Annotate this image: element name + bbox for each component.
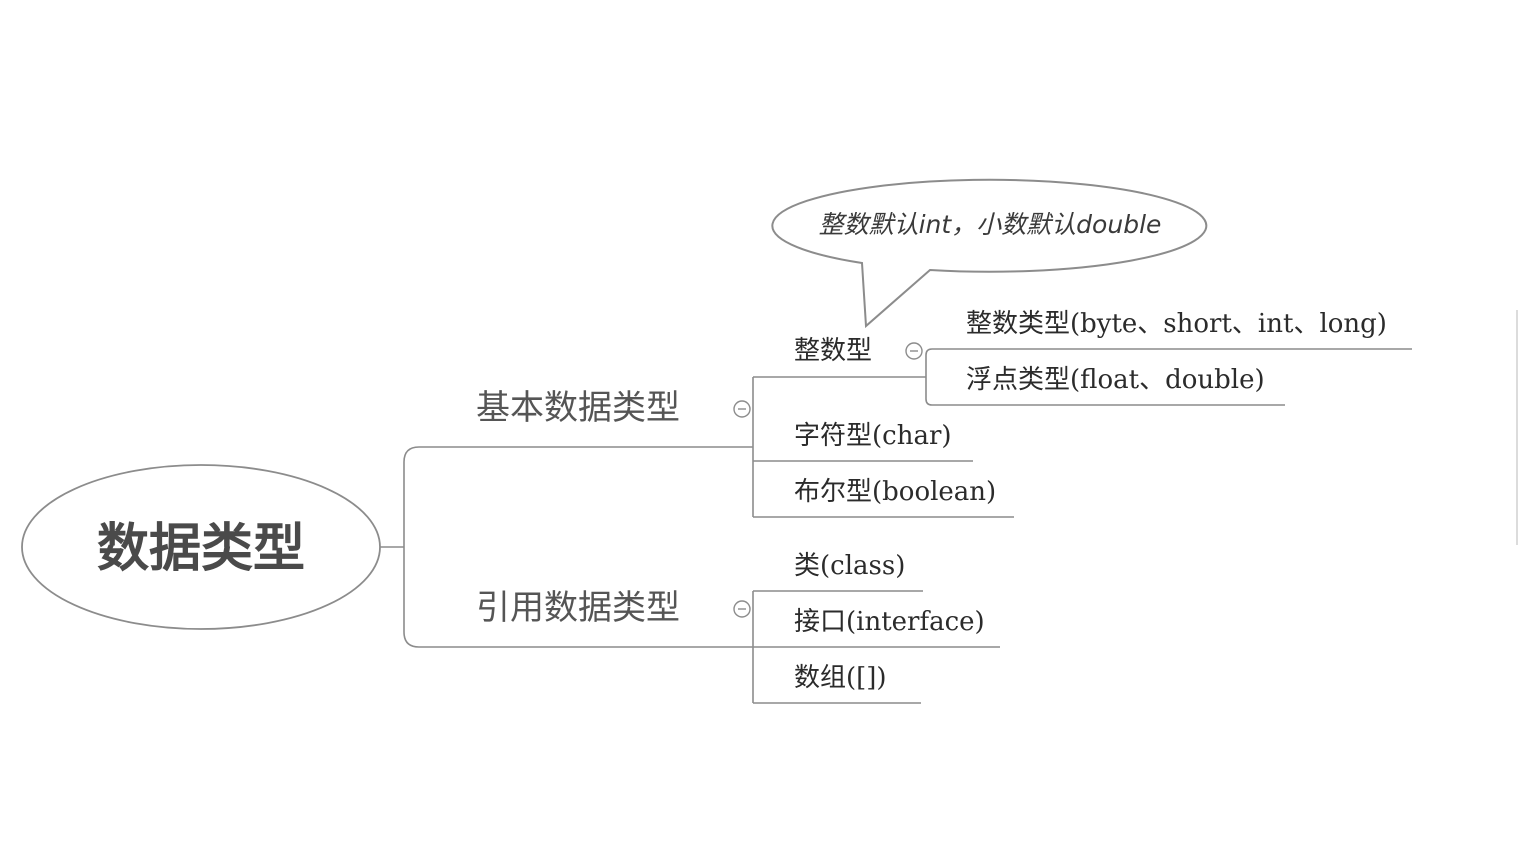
edge-trunk-reference (403, 547, 753, 648)
node-array-label: 数组([]) (794, 663, 887, 693)
edge-trunk-primitive (403, 446, 753, 547)
branch-primitive-label: 基本数据类型 (476, 388, 680, 428)
node-interface-label: 接口(interface) (794, 607, 985, 637)
node-boolean-label: 布尔型(boolean) (794, 477, 996, 507)
root-label: 数据类型 (97, 518, 305, 579)
node-interface[interactable]: 接口(interface) (794, 607, 985, 637)
node-char-label: 字符型(char) (794, 421, 952, 451)
collapse-toggle-primitive[interactable] (733, 400, 751, 418)
collapse-toggle-integer[interactable] (905, 342, 923, 360)
node-int-types[interactable]: 整数类型(byte、short、int、long) (966, 309, 1387, 339)
edge-integer-bracket (925, 348, 933, 406)
node-float-types[interactable]: 浮点类型(float、double) (966, 365, 1265, 395)
node-float-types-label: 浮点类型(float、double) (966, 365, 1265, 395)
node-boolean[interactable]: 布尔型(boolean) (794, 477, 996, 507)
callout-integer-default[interactable]: 整数默认int，小数默认double (771, 178, 1208, 329)
connectors (380, 348, 1412, 704)
node-class-label: 类(class) (794, 551, 905, 581)
root-node[interactable]: 数据类型 (21, 464, 381, 630)
node-integer-label: 整数型 (794, 336, 872, 366)
branch-reference[interactable]: 引用数据类型 (476, 588, 680, 628)
node-class[interactable]: 类(class) (794, 551, 905, 581)
callout-bubble (771, 178, 1208, 329)
node-integer[interactable]: 整数型 (794, 336, 872, 366)
node-int-types-label: 整数类型(byte、short、int、long) (966, 309, 1387, 339)
branch-primitive[interactable]: 基本数据类型 (476, 388, 680, 428)
node-array[interactable]: 数组([]) (794, 663, 887, 693)
node-char[interactable]: 字符型(char) (794, 421, 952, 451)
branch-reference-label: 引用数据类型 (476, 588, 680, 628)
callout-label: 整数默认int，小数默认double (819, 210, 1162, 239)
root-ellipse (21, 464, 381, 630)
collapse-toggle-reference[interactable] (733, 600, 751, 618)
